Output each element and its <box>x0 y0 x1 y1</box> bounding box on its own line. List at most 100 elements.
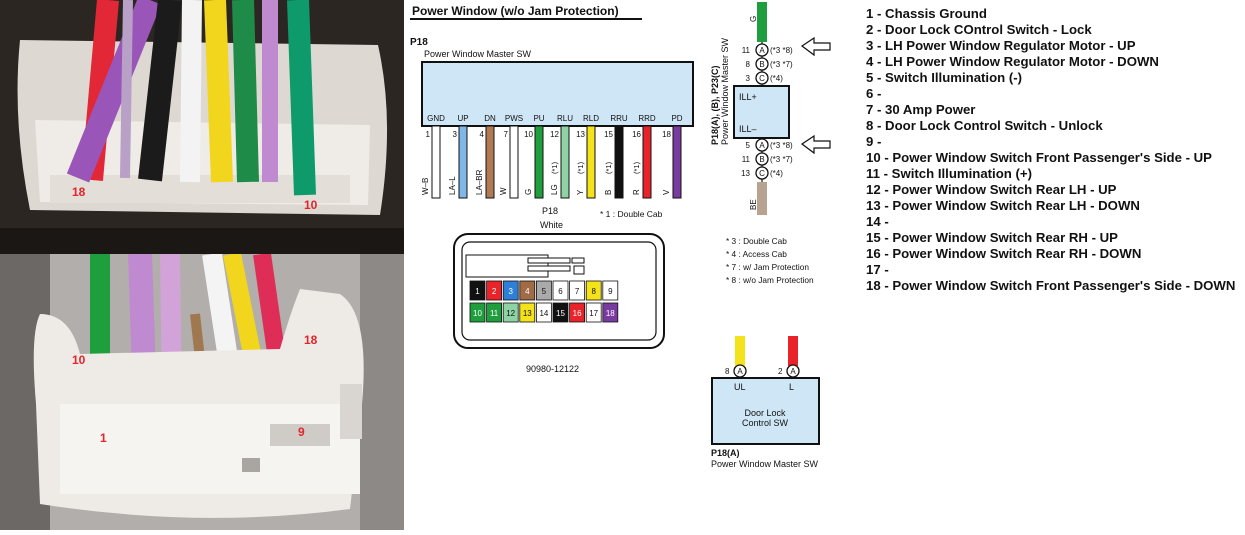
pin-legend-row: 1 - Chassis Ground <box>866 6 987 21</box>
face-cell-12: 12 <box>502 302 519 323</box>
pin-legend-row: 15 - Power Window Switch Rear RH - UP <box>866 230 1118 245</box>
wire-color-code: G <box>524 189 533 195</box>
face-cell-3: 3 <box>502 280 519 301</box>
doorlock-wire-red <box>788 336 798 366</box>
terminal-pin: 7 <box>504 130 509 139</box>
doorlock-name-2: Control SW <box>742 418 789 428</box>
doorlock-caption-1: P18(A) <box>711 448 740 458</box>
double-cab-note: (*1) <box>632 161 641 174</box>
illum-pin-number: 5 <box>746 141 751 150</box>
pin-legend-row: 8 - Door Lock Control Switch - Unlock <box>866 118 1103 133</box>
wire-pws <box>509 125 519 199</box>
face-cell-number: 17 <box>589 309 598 318</box>
illum-pin-number: 3 <box>746 74 751 83</box>
wiring-diagram: Power Window (w/o Jam Protection) P18 Po… <box>404 0 859 530</box>
face-cell-8: 8 <box>585 280 602 301</box>
terminal-pin: 1 <box>426 130 431 139</box>
illum-side-label-2: Power Window Master SW <box>720 37 730 145</box>
illum-pin-note: (*4) <box>770 169 783 178</box>
face-cell-number: 5 <box>542 287 547 296</box>
wire-color-code: W <box>499 187 508 195</box>
face-cell-13: 13 <box>519 302 536 323</box>
pin-legend-row: 3 - LH Power Window Regulator Motor - UP <box>866 38 1136 53</box>
pin-legend-row: 16 - Power Window Switch Rear RH - DOWN <box>866 246 1142 261</box>
photo-label-10b: 10 <box>72 353 86 367</box>
illum-pin-note: (*3 *8) <box>770 46 793 55</box>
illum-top-wire <box>757 2 767 42</box>
illum-pin-letter: C <box>759 169 765 178</box>
face-cell-number: 18 <box>606 309 615 318</box>
connector-id-label: P18 <box>410 37 428 48</box>
illum-notes: * 3 : Double Cab* 4 : Access Cab* 7 : w/… <box>726 236 814 285</box>
pin-legend-row: 17 - <box>866 262 889 277</box>
face-cell-16: 16 <box>569 302 586 323</box>
pin-legend-row: 12 - Power Window Switch Rear LH - UP <box>866 182 1117 197</box>
face-cell-14: 14 <box>535 302 552 323</box>
face-cell-2: 2 <box>486 280 502 301</box>
illum-note: * 3 : Double Cab <box>726 236 787 246</box>
face-cell-number: 7 <box>575 287 580 296</box>
face-cell-number: 12 <box>506 309 515 318</box>
master-switch-box <box>421 61 694 127</box>
double-cab-note: (*1) <box>604 161 613 174</box>
face-cell-10: 10 <box>469 302 486 323</box>
face-color-label: White <box>540 220 563 230</box>
pin-legend-row: 5 - Switch Illumination (-) <box>866 70 1023 85</box>
doorlock-box <box>711 377 820 445</box>
face-cell-number: 16 <box>573 309 582 318</box>
wire-color-code: W–B <box>421 178 430 195</box>
wire-color-code: Y <box>576 189 585 195</box>
face-cell-5: 5 <box>535 280 552 301</box>
illum-pin-number: 11 <box>742 155 751 164</box>
illum-pin-note: (*3 *8) <box>770 141 793 150</box>
terminal-label: PD <box>671 114 682 123</box>
doorlock-letter-right: A <box>790 367 796 376</box>
terminal-label: RRU <box>610 114 628 123</box>
double-cab-note: (*1) <box>576 161 585 174</box>
face-cell-1: 1 <box>469 280 486 301</box>
pin-legend-row: 4 - LH Power Window Regulator Motor - DO… <box>866 54 1159 69</box>
terminal-label: UP <box>457 114 468 123</box>
terminal-label: RLU <box>557 114 573 123</box>
terminal-label: RRD <box>638 114 656 123</box>
illum-pin-letter: B <box>759 60 764 69</box>
wire-rlu <box>560 125 570 199</box>
wire-pd <box>672 125 682 199</box>
terminal-pin: 13 <box>576 130 585 139</box>
illum-note: * 8 : w/o Jam Protection <box>726 275 814 285</box>
wire-rru <box>614 125 624 199</box>
illum-pin-number: 8 <box>746 60 751 69</box>
pin-legend-row: 11 - Switch Illumination (+) <box>866 166 1032 181</box>
terminal-label: PU <box>533 114 544 123</box>
doorlock-wire-yellow <box>735 336 745 366</box>
double-cab-note: (*1) <box>550 161 559 174</box>
face-cell-7: 7 <box>569 280 586 301</box>
terminal-pin: 12 <box>550 130 559 139</box>
illum-pin-letter: C <box>759 74 765 83</box>
face-cell-number: 11 <box>490 309 499 318</box>
terminal-pws: PWS 7W <box>499 114 523 199</box>
illum-bottom-wire-color: BE <box>749 199 758 210</box>
doorlock-letter-left: A <box>737 367 743 376</box>
wire-color-code: R <box>632 189 641 195</box>
wire-rrd <box>642 125 652 199</box>
terminal-label: PWS <box>505 114 523 123</box>
pin-legend-row: 14 - <box>866 214 889 229</box>
pin-legend-row: 18 - Power Window Switch Front Passenger… <box>866 278 1236 293</box>
illum-pin-note: (*3 *7) <box>770 60 793 69</box>
illum-pin-note: (*4) <box>770 74 783 83</box>
face-cell-9: 9 <box>602 280 619 301</box>
face-cell-6: 6 <box>552 280 569 301</box>
